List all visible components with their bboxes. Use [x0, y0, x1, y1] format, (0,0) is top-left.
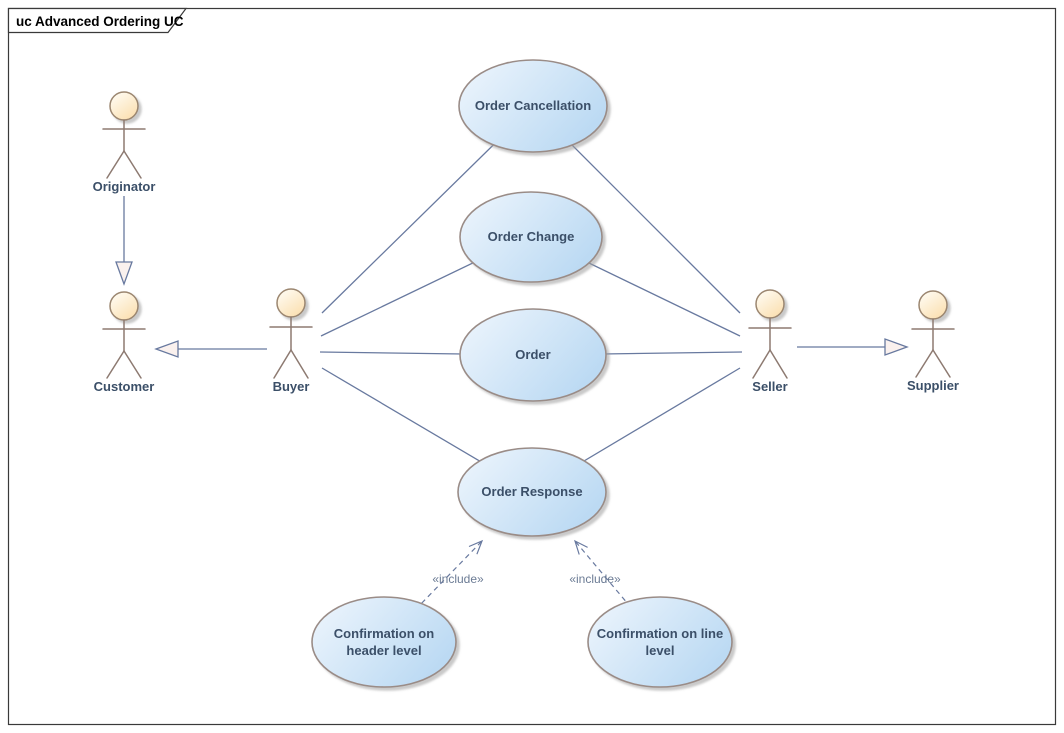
generalization-buyer-customer[interactable] — [154, 340, 267, 358]
actor-label: Seller — [752, 379, 787, 394]
actor-leg-left — [106, 150, 125, 179]
include-arrowhead-icon — [574, 539, 588, 555]
diagram-frame — [7, 7, 1057, 726]
generalization-seller-supplier[interactable] — [797, 338, 909, 356]
actor-leg-right — [123, 350, 142, 379]
usecase-label-line2: header level — [346, 643, 421, 658]
actor-leg-right — [932, 349, 951, 378]
actor-leg-left — [915, 349, 934, 378]
generalization-arrowhead-icon — [884, 338, 909, 356]
include-arrowhead-icon — [468, 539, 484, 555]
usecase-confirmation-header-level[interactable]: Confirmation on header level — [311, 596, 457, 688]
actor-label: Buyer — [273, 379, 310, 394]
actor-leg-right — [769, 349, 788, 379]
generalization-arrowhead-icon — [115, 261, 133, 286]
actor-buyer[interactable]: Buyer — [269, 288, 313, 394]
usecase-label-line2: level — [646, 643, 675, 658]
include-dashed-line[interactable] — [383, 540, 483, 643]
actor-head-icon — [276, 288, 306, 318]
usecase-confirmation-line-level[interactable]: Confirmation on line level — [587, 596, 733, 688]
actor-label: Originator — [93, 179, 156, 194]
actor-head-icon — [109, 91, 139, 121]
diagram-frame-title: uc Advanced Ordering UC — [16, 14, 184, 29]
actor-leg-left — [273, 349, 292, 379]
usecase-label: Order — [515, 347, 550, 362]
actor-leg-left — [752, 349, 771, 379]
usecase-label-line1: Confirmation on — [334, 626, 434, 641]
actor-leg-right — [290, 349, 309, 379]
usecase-order-change[interactable]: Order Change — [459, 191, 603, 283]
usecase-order-cancellation[interactable]: Order Cancellation — [458, 59, 608, 153]
actor-originator[interactable]: Originator — [93, 91, 156, 194]
usecase-ellipse[interactable] — [457, 447, 607, 537]
generalization-originator-customer[interactable] — [115, 196, 133, 286]
usecase-ellipse[interactable] — [311, 596, 457, 688]
generalization-arrowhead-icon — [154, 340, 179, 358]
actor-label: Customer — [94, 379, 155, 394]
usecase-label-line1: Confirmation on line — [597, 626, 723, 641]
actor-leg-left — [106, 350, 125, 379]
usecase-order[interactable]: Order — [459, 308, 607, 402]
usecase-label: Order Response — [481, 484, 582, 499]
actor-seller[interactable]: Seller — [748, 289, 792, 394]
actor-customer[interactable]: Customer — [94, 291, 155, 394]
usecase-ellipse[interactable] — [458, 59, 608, 153]
include-confirmation-header-order-response[interactable]: «include» — [383, 539, 484, 643]
usecase-ellipse[interactable] — [459, 191, 603, 283]
actor-label: Supplier — [907, 378, 959, 393]
usecase-label: Order Change — [488, 229, 575, 244]
actor-supplier[interactable]: Supplier — [907, 290, 959, 393]
actor-head-icon — [918, 290, 948, 320]
usecase-order-response[interactable]: Order Response — [457, 447, 607, 537]
actor-head-icon — [109, 291, 139, 321]
include-stereotype-label: «include» — [569, 572, 621, 586]
usecase-ellipse[interactable] — [587, 596, 733, 688]
actor-leg-right — [123, 150, 142, 179]
usecase-ellipse[interactable] — [459, 308, 607, 402]
diagram-frame-tab — [7, 7, 188, 34]
include-stereotype-label: «include» — [432, 572, 484, 586]
actor-head-icon — [755, 289, 785, 319]
usecase-label: Order Cancellation — [475, 98, 591, 113]
